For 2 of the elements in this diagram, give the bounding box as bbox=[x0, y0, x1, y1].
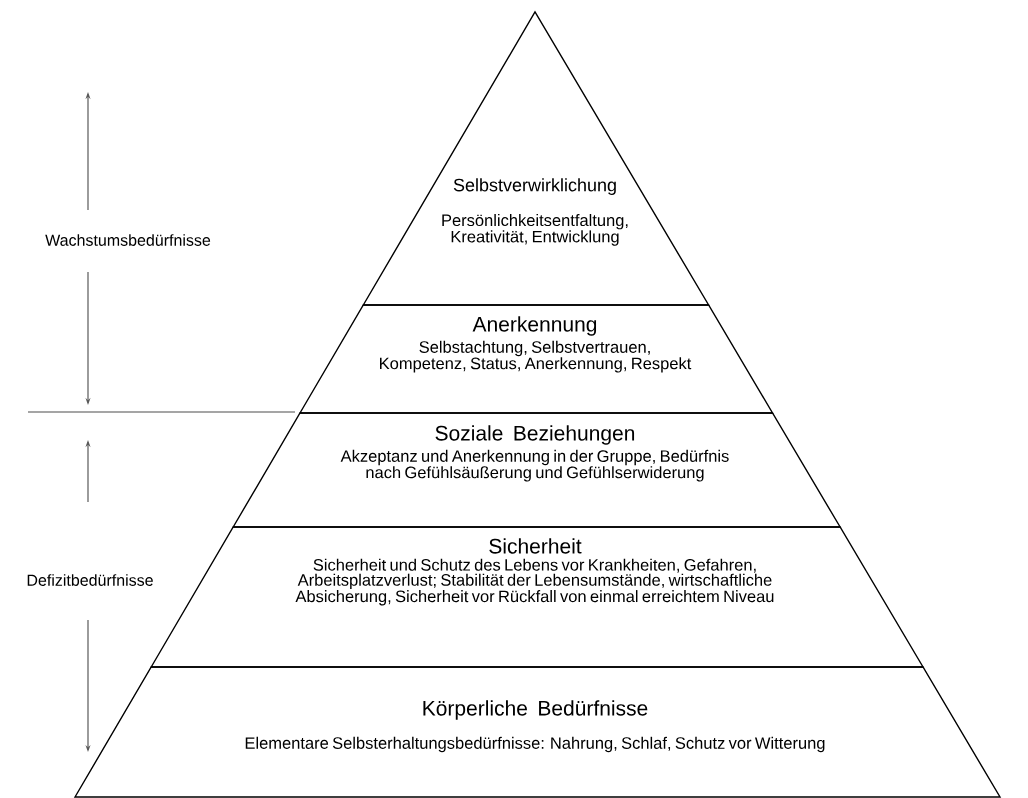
side-label: Wachstumsbedürfnisse bbox=[43, 232, 213, 248]
pyramid-level: Selbstverwirklichung Persönlichkeitsentfaltung, Kreativität, Entwicklung bbox=[362, 10, 710, 306]
